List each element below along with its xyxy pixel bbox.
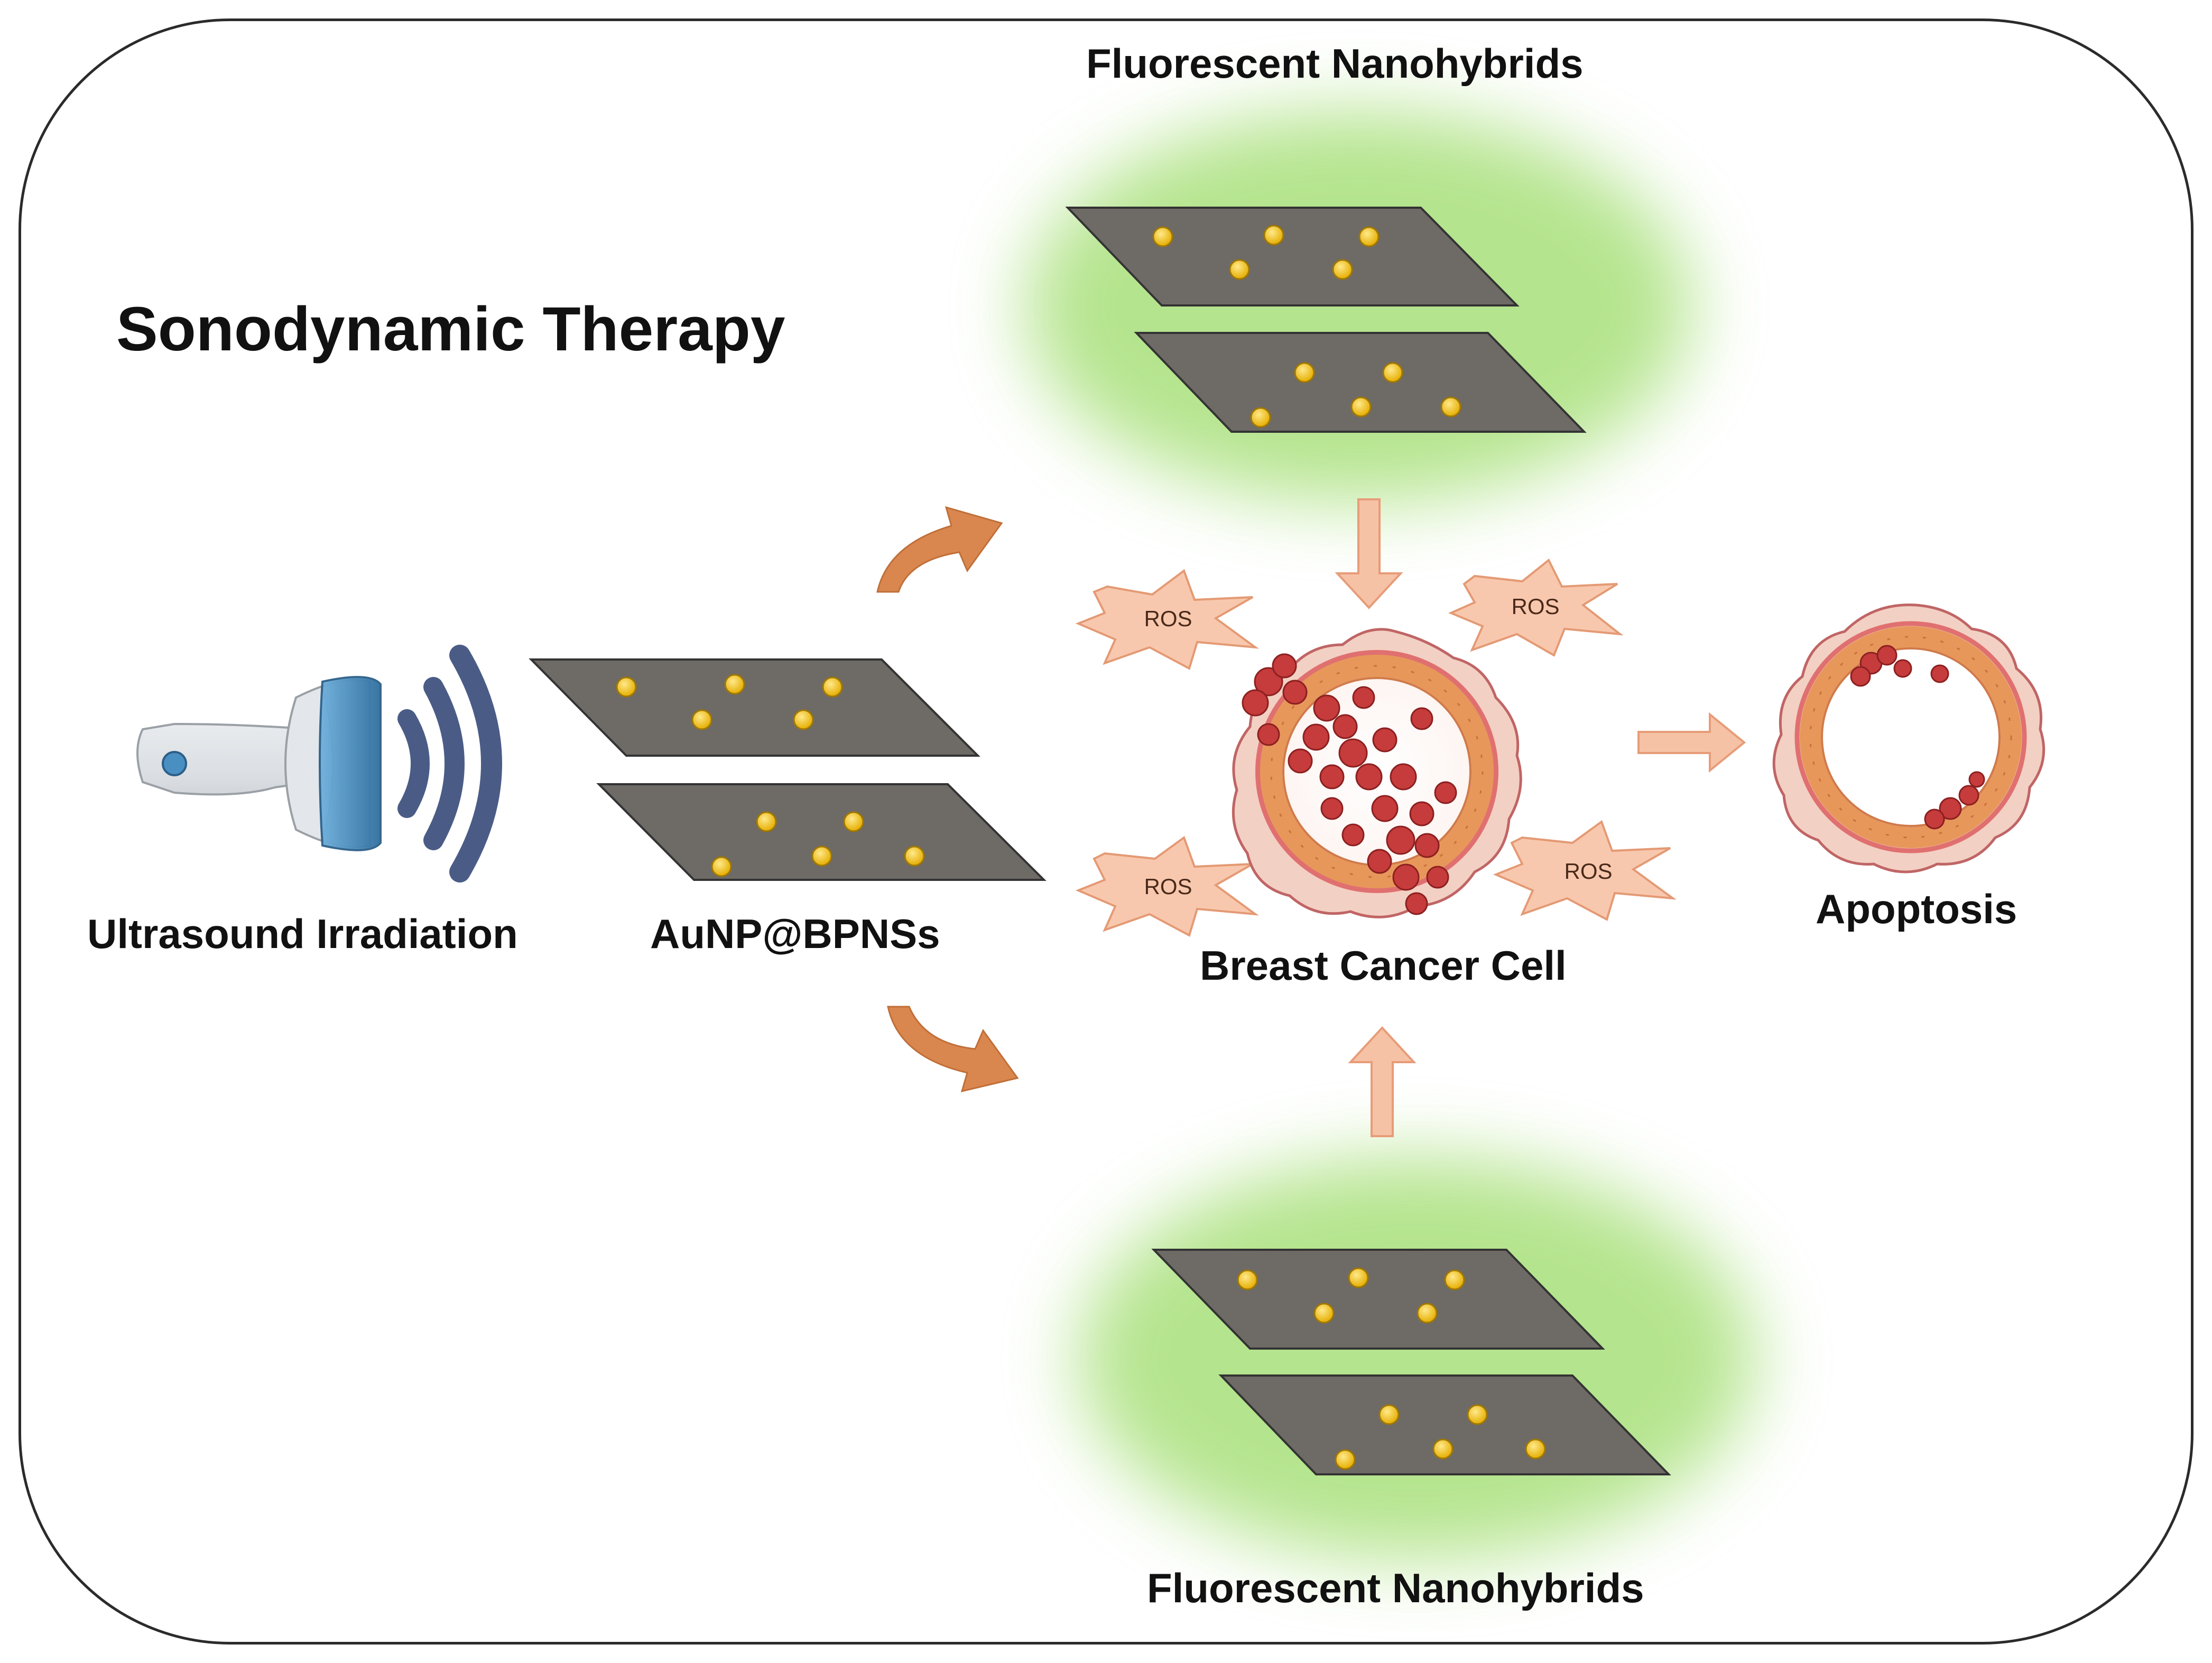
apoptosis-label: Apoptosis — [1816, 886, 2017, 932]
ros-burst-icon: ROS — [1448, 558, 1624, 657]
apoptotic-cell-icon — [1772, 603, 2046, 874]
ros-label: ROS — [1564, 859, 1612, 884]
curved-arrow-down — [887, 1006, 1019, 1093]
nanosheets-label: AuNP@BPNSs — [650, 911, 940, 957]
curved-arrow-up — [876, 506, 1003, 593]
nanosheet-icon — [1151, 1249, 1671, 1475]
ros-label: ROS — [1144, 606, 1192, 631]
ultrasound-label: Ultrasound Irradiation — [87, 911, 518, 957]
ultrasound-probe-icon — [136, 676, 382, 851]
cancer-cell-label: Breast Cancer Cell — [1200, 942, 1567, 989]
block-arrow-up — [1348, 1026, 1417, 1137]
sound-wave-icon — [397, 645, 502, 882]
fluorescent-label-top: Fluorescent Nanohybrids — [1086, 40, 1584, 87]
ros-label: ROS — [1511, 594, 1559, 619]
ros-label: ROS — [1144, 874, 1192, 899]
nanosheet-icon — [529, 658, 1047, 881]
ros-burst-icon: ROS — [1075, 835, 1259, 937]
ros-burst-icon: ROS — [1075, 569, 1259, 670]
block-arrow-down — [1335, 498, 1403, 609]
nanosheet-icon — [1065, 207, 1587, 433]
fluorescence-glow-bottom — [1078, 1157, 1755, 1559]
cancer-cell-icon — [1232, 628, 1522, 918]
diagram-title: Sonodynamic Therapy — [116, 294, 785, 364]
ros-burst-icon: ROS — [1493, 820, 1677, 921]
block-arrow-right — [1637, 712, 1746, 773]
fluorescent-label-bottom: Fluorescent Nanohybrids — [1147, 1565, 1644, 1611]
